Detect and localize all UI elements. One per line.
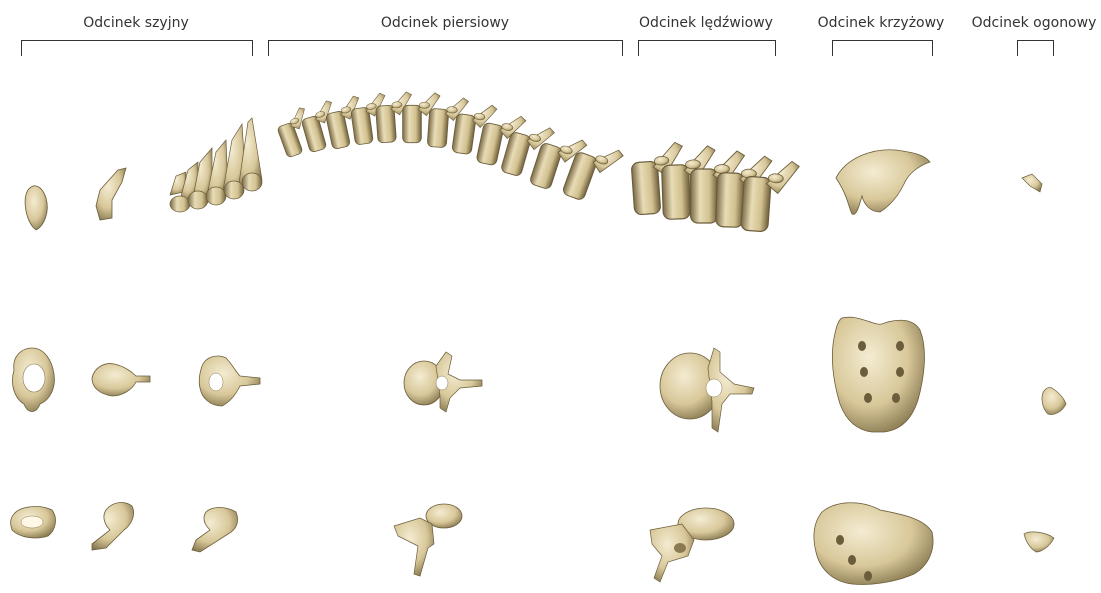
axis-lateral: [96, 168, 126, 220]
thoracic-superior-group: [404, 352, 482, 412]
cervical-oblique-group: [11, 503, 238, 552]
coccyx-superior: [1042, 387, 1066, 414]
c7-superior: [199, 356, 260, 406]
lumbar-superior-group: [660, 348, 754, 432]
axis-superior: [92, 364, 150, 396]
coccyx-lateral: [1022, 174, 1042, 192]
thoracic-oblique-group: [394, 504, 462, 576]
lumbar-oblique-group: [650, 508, 734, 582]
lumbar-lateral-group: [630, 142, 800, 234]
sacrum-lateral: [836, 150, 930, 215]
atlas-lateral: [25, 186, 47, 230]
axis-oblique: [92, 503, 134, 550]
thoracic-lateral-group: [273, 92, 624, 209]
c7-oblique: [192, 508, 238, 553]
sacrum-anterior: [832, 317, 924, 432]
cervical-lateral-group: [25, 118, 262, 230]
sacrum-oblique: [814, 503, 933, 585]
cervical-superior-group: [12, 348, 260, 412]
cervical-stack-lateral: [170, 118, 262, 212]
coccyx-oblique: [1024, 532, 1054, 552]
